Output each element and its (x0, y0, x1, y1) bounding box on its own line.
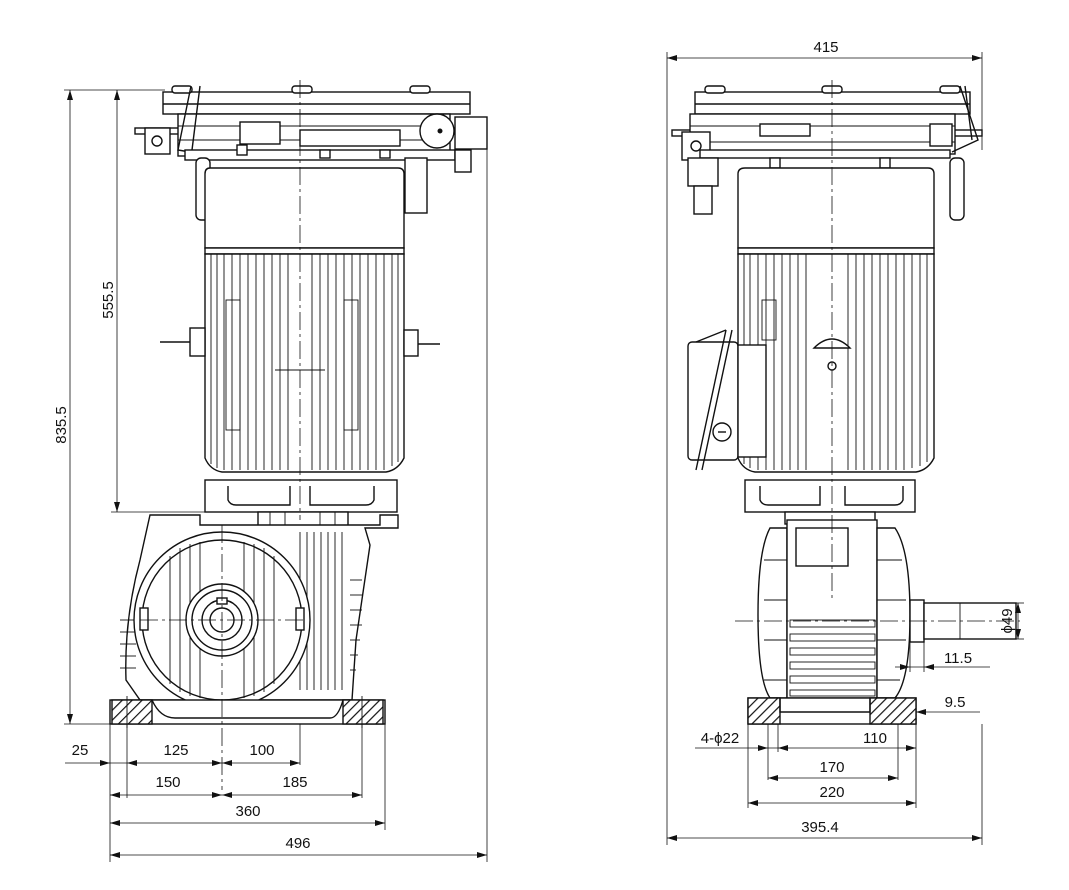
side-motor-housing (687, 167, 935, 473)
dim-overall-height: 835.5 (53, 406, 70, 444)
side-base (747, 697, 917, 725)
side-gearbox-slots (789, 619, 876, 697)
front-dimensions: 835.5 555.5 25 125 100 150 185 (53, 89, 488, 862)
dim-shaft-diameter: ϕ49 (999, 608, 1016, 633)
front-motor-fins (210, 254, 399, 470)
front-gearbox-fins (120, 532, 362, 690)
dim-base-b: 100 (249, 742, 274, 759)
dim-overall-bottom: 395.4 (801, 819, 839, 836)
dim-base-d: 185 (282, 774, 307, 791)
dim-offset-left: 25 (72, 742, 89, 759)
front-view (109, 80, 488, 790)
dim-base-outer: 220 (819, 784, 844, 801)
dim-shaft-offset: 11.5 (944, 650, 972, 667)
side-view (671, 80, 1020, 725)
front-base (109, 696, 386, 728)
dim-base-inner: 170 (819, 759, 844, 776)
dim-hole-spacing: 110 (863, 730, 887, 747)
dim-overall-top: 415 (813, 39, 838, 56)
side-dimensions: 415 ϕ49 11.5 9.5 4-ϕ22 110 (666, 39, 1024, 845)
dim-base-a: 125 (163, 742, 188, 759)
front-flange (204, 479, 398, 527)
dim-holes: 4-ϕ22 (701, 730, 739, 747)
dim-base-offset: 9.5 (945, 694, 966, 711)
dim-base-c: 150 (155, 774, 180, 791)
dim-motor-height: 555.5 (100, 281, 117, 319)
dim-overall-width: 496 (285, 835, 310, 852)
side-brake-assembly (671, 85, 983, 221)
side-flange (744, 479, 916, 525)
front-gearbox (120, 514, 399, 709)
front-motor-housing (160, 167, 440, 473)
front-brake-assembly (134, 85, 488, 221)
side-gearbox (757, 519, 1017, 699)
dim-base-width: 360 (235, 803, 260, 820)
